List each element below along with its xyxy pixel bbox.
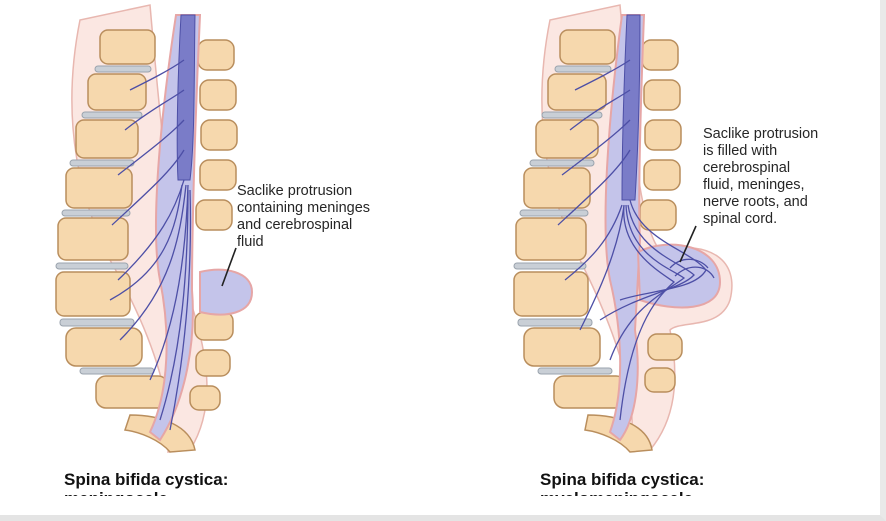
callout-line: spinal cord. (703, 211, 818, 228)
callout-line: nerve roots, and (703, 194, 818, 211)
callout-line: Saclike protrusion (703, 126, 818, 143)
callout-myelomeningocele: Saclike protrusion is filled with cerebr… (703, 126, 818, 228)
caption-line: Spina bifida cystica: (64, 470, 228, 489)
callout-line: fluid, meninges, (703, 177, 818, 194)
callout-line: and cerebrospinal (237, 217, 370, 234)
myelomeningocele-illustration (470, 0, 800, 470)
callout-line: Saclike protrusion (237, 183, 370, 200)
callout-meningocele: Saclike protrusion containing meninges a… (237, 183, 370, 251)
callout-line: cerebrospinal (703, 160, 818, 177)
callout-line: is filled with (703, 143, 818, 160)
caption-line: myelomeningocele (540, 489, 704, 496)
caption-line: Spina bifida cystica: (540, 470, 704, 489)
caption-meningocele: Spina bifida cystica: meningocele (64, 470, 228, 496)
caption-line: meningocele (64, 489, 228, 496)
callout-line: containing meninges (237, 200, 370, 217)
caption-myelomeningocele: Spina bifida cystica: myelomeningocele (540, 470, 704, 496)
callout-line: fluid (237, 234, 370, 251)
